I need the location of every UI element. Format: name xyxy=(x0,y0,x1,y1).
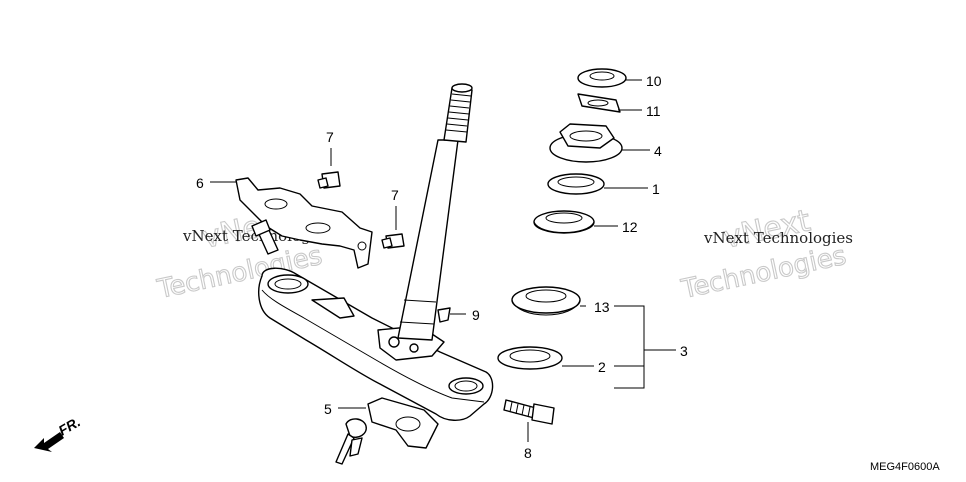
arrow-icon xyxy=(34,432,64,452)
callout-6: 6 xyxy=(196,175,204,191)
part-13-upper-race xyxy=(511,286,586,316)
part-8-bolt xyxy=(503,399,555,442)
part-11-lock-washer xyxy=(577,93,642,113)
part-2-lower-race xyxy=(497,346,594,370)
callout-2: 2 xyxy=(598,359,606,375)
part-5-steering-lock xyxy=(335,397,439,465)
part-3-bracket xyxy=(614,305,676,389)
part-1-dust-seal xyxy=(547,173,648,195)
watermark-right: vNext Technologies vNext Technologies xyxy=(678,203,853,306)
front-direction-arrow: FR. xyxy=(34,413,83,452)
callout-4: 4 xyxy=(654,143,662,159)
part-10-lock-nut xyxy=(577,68,642,88)
callout-7-lower: 7 xyxy=(391,187,399,203)
callout-7-upper: 7 xyxy=(326,129,334,145)
diagram-code: MEG4F0600A xyxy=(870,461,940,473)
stem-thread-lines xyxy=(445,93,472,133)
part-7-bolt-lower xyxy=(381,206,405,249)
callout-3: 3 xyxy=(680,343,688,359)
callout-10: 10 xyxy=(646,73,662,89)
part-9-screw xyxy=(437,307,466,323)
callout-1: 1 xyxy=(652,181,660,197)
callout-13: 13 xyxy=(594,299,610,315)
bolt-8-thread xyxy=(509,401,531,418)
part-12-ball-bearing xyxy=(533,210,618,234)
watermark-right-big-b: Technologies xyxy=(678,241,849,305)
clamp-bolt xyxy=(251,219,279,255)
callout-9: 9 xyxy=(472,307,480,323)
callout-12: 12 xyxy=(622,219,638,235)
watermark-right-small: vNext Technologies xyxy=(703,229,853,247)
part-7-bolt-upper xyxy=(317,148,341,189)
callout-5: 5 xyxy=(324,401,332,417)
callout-labels: 10 11 4 1 12 13 2 3 6 7 7 9 5 8 xyxy=(196,73,688,461)
callout-8: 8 xyxy=(524,445,532,461)
callout-11: 11 xyxy=(646,103,661,119)
part-4-adjusting-nut xyxy=(549,123,650,163)
steering-stem-lower-clamp xyxy=(258,83,494,421)
